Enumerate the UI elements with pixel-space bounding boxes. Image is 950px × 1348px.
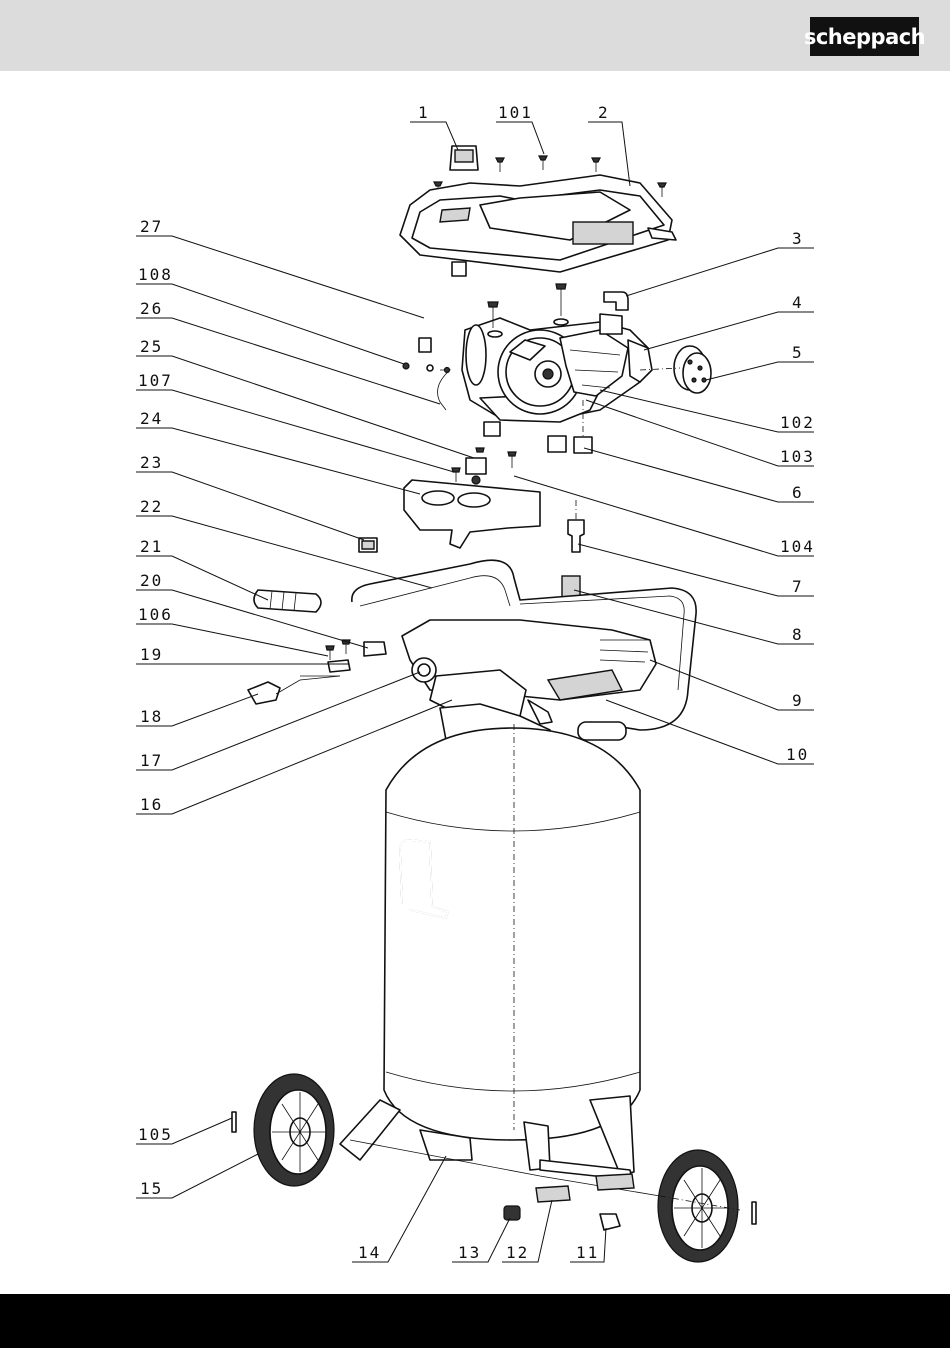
callout-24: 24 bbox=[140, 409, 163, 428]
callout-10: 10 bbox=[786, 745, 809, 764]
callout-19: 19 bbox=[140, 645, 163, 664]
compressor-line-art bbox=[232, 146, 756, 1262]
callout-2: 2 bbox=[598, 103, 610, 122]
fuse-part bbox=[359, 538, 377, 552]
callout-101: 101 bbox=[498, 103, 533, 122]
callout-18: 18 bbox=[140, 707, 163, 726]
callout-21: 21 bbox=[140, 537, 163, 556]
callout-103: 103 bbox=[780, 447, 815, 466]
callout-3: 3 bbox=[792, 229, 804, 248]
callout-7: 7 bbox=[792, 577, 804, 596]
power-plug-part bbox=[248, 676, 340, 704]
callout-106: 106 bbox=[138, 605, 173, 624]
callout-102: 102 bbox=[780, 413, 815, 432]
callout-20: 20 bbox=[140, 571, 163, 590]
footer-bar bbox=[0, 1294, 950, 1348]
callout-8: 8 bbox=[792, 625, 804, 644]
air-filter-part bbox=[254, 590, 321, 612]
callout-15: 15 bbox=[140, 1179, 163, 1198]
callout-23: 23 bbox=[140, 453, 163, 472]
callout-1: 1 bbox=[418, 103, 430, 122]
outlet-pipe-part bbox=[419, 262, 466, 352]
elbow-fitting-part bbox=[604, 292, 628, 310]
callout-6: 6 bbox=[792, 483, 804, 502]
callout-17: 17 bbox=[140, 751, 163, 770]
sensor-wire-part bbox=[403, 363, 450, 410]
callout-22: 22 bbox=[140, 497, 163, 516]
callout-107: 107 bbox=[138, 371, 173, 390]
small-base-parts bbox=[504, 1174, 634, 1230]
callout-104: 104 bbox=[780, 537, 815, 556]
callout-105: 105 bbox=[138, 1125, 173, 1144]
callout-11: 11 bbox=[576, 1243, 599, 1262]
callout-14: 14 bbox=[358, 1243, 381, 1262]
callout-5: 5 bbox=[792, 343, 804, 362]
callout-4: 4 bbox=[792, 293, 804, 312]
handle-frame-part bbox=[352, 560, 696, 740]
quick-coupler-part bbox=[300, 640, 386, 676]
callout-27: 27 bbox=[140, 217, 163, 236]
motor-pump-part bbox=[462, 314, 652, 422]
callout-26: 26 bbox=[140, 299, 163, 318]
callout-25: 25 bbox=[140, 337, 163, 356]
air-tank-part bbox=[384, 704, 640, 1140]
top-cover-part bbox=[400, 175, 676, 272]
callout-12: 12 bbox=[506, 1243, 529, 1262]
callout-16: 16 bbox=[140, 795, 163, 814]
callout-13: 13 bbox=[458, 1243, 481, 1262]
control-panel-cover-part bbox=[404, 480, 540, 548]
callout-108: 108 bbox=[138, 265, 173, 284]
fittings-part bbox=[562, 500, 584, 598]
callout-9: 9 bbox=[792, 691, 804, 710]
switch-part bbox=[450, 146, 478, 170]
